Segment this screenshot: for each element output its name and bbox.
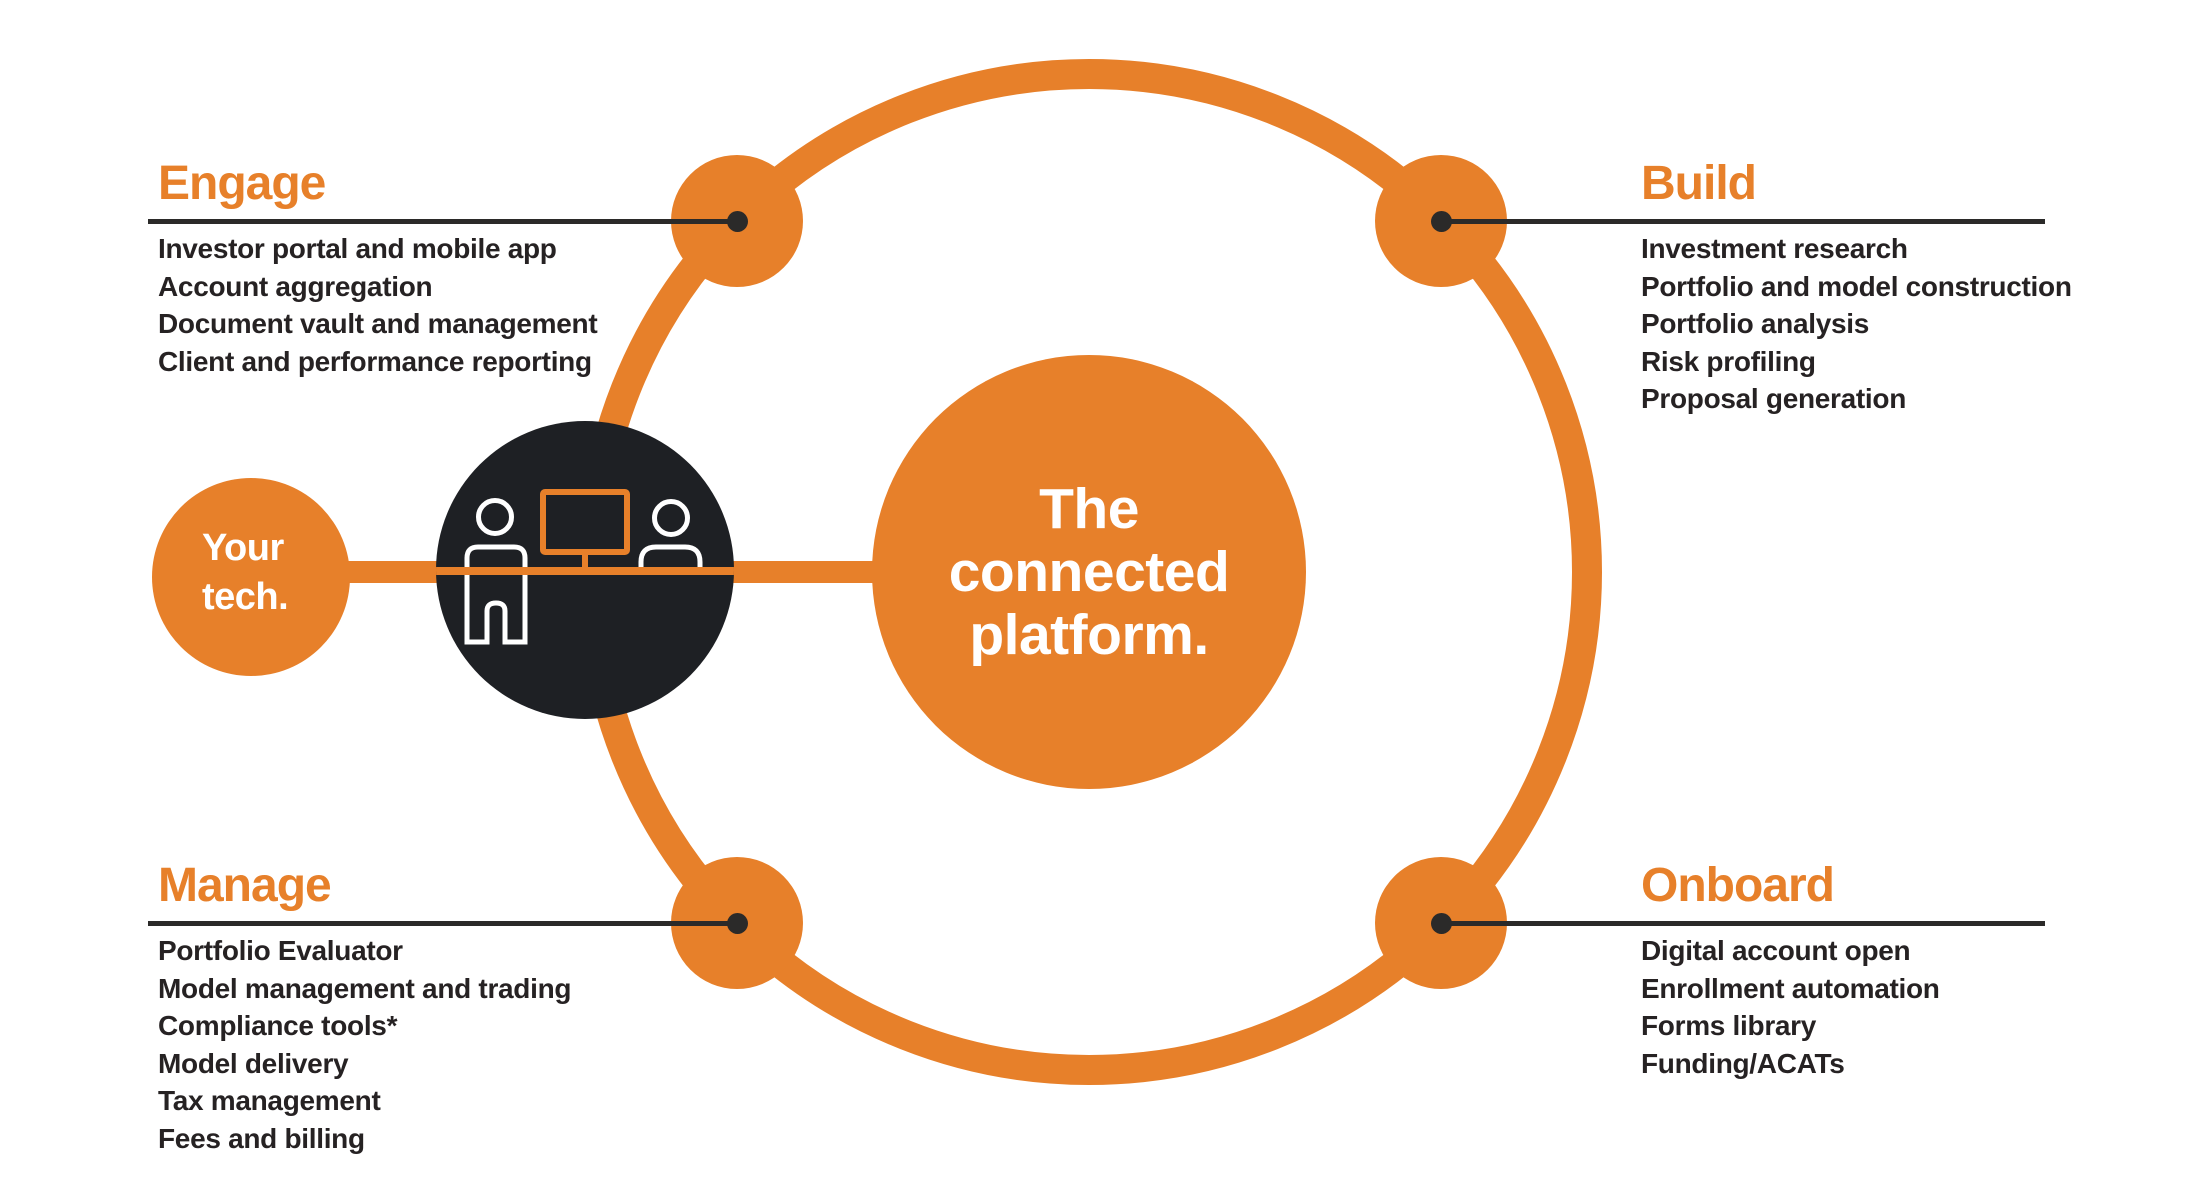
engage-leader-line: [148, 219, 737, 224]
people-at-desk-icon: [436, 489, 734, 645]
your-tech-label-line2: tech.: [202, 576, 289, 618]
list-item: Compliance tools*: [158, 1010, 398, 1042]
build-leader-line: [1441, 219, 2045, 224]
section-title-manage: Manage: [158, 859, 332, 912]
engage-leader-dot: [727, 211, 748, 232]
build-list: Investment research Portfolio and model …: [1641, 230, 2072, 418]
list-item: Forms library: [1641, 1010, 1817, 1042]
list-item: Investor portal and mobile app: [158, 233, 557, 264]
connected-platform-circle: The connected platform.: [872, 355, 1306, 789]
monitor-stand-icon: [582, 549, 588, 569]
list-item: Portfolio analysis: [1641, 308, 1869, 340]
seated-person-shoulders-icon: [638, 544, 703, 571]
onboard-list: Digital account open Enrollment automati…: [1641, 932, 1940, 1082]
desk-line: [436, 567, 734, 575]
your-tech-label: Your tech.: [202, 524, 289, 622]
list-item: Investment research: [1641, 233, 1908, 264]
manage-leader-line: [148, 921, 737, 926]
list-item: Model management and trading: [158, 972, 572, 1004]
list-item: Fees and billing: [158, 1122, 365, 1154]
list-item: Enrollment automation: [1641, 972, 1940, 1004]
list-item: Proposal generation: [1641, 383, 1907, 415]
your-tech-label-line1: Your: [202, 527, 284, 569]
list-item: Tax management: [158, 1085, 381, 1117]
platform-label-line2: connected: [948, 539, 1230, 604]
standing-person-head-icon: [476, 498, 514, 536]
section-title-engage: Engage: [158, 157, 326, 210]
list-item: Client and performance reporting: [158, 345, 592, 377]
monitor-icon: [540, 489, 630, 555]
onboard-leader-dot: [1431, 913, 1452, 934]
list-item: Portfolio and model construction: [1641, 270, 2072, 302]
list-item: Funding/ACATs: [1641, 1047, 1845, 1079]
list-item: Portfolio Evaluator: [158, 935, 403, 966]
manage-leader-dot: [727, 913, 748, 934]
list-item: Digital account open: [1641, 935, 1911, 966]
people-circle: [436, 421, 734, 719]
list-item: Account aggregation: [158, 270, 433, 302]
onboard-leader-line: [1441, 921, 2045, 926]
list-item: Risk profiling: [1641, 345, 1816, 377]
section-title-onboard: Onboard: [1641, 859, 1835, 912]
seated-person-head-icon: [652, 499, 690, 537]
platform-label-line1: The: [1039, 476, 1139, 541]
list-item: Document vault and management: [158, 308, 598, 340]
list-item: Model delivery: [158, 1047, 349, 1079]
your-tech-circle: Your tech.: [152, 478, 350, 676]
connected-platform-label: The connected platform.: [948, 476, 1230, 667]
standing-person-body-icon: [464, 544, 528, 645]
engage-list: Investor portal and mobile app Account a…: [158, 230, 598, 380]
build-leader-dot: [1431, 211, 1452, 232]
section-title-build: Build: [1641, 157, 1757, 210]
platform-label-line3: platform.: [969, 602, 1209, 667]
manage-list: Portfolio Evaluator Model management and…: [158, 932, 572, 1158]
